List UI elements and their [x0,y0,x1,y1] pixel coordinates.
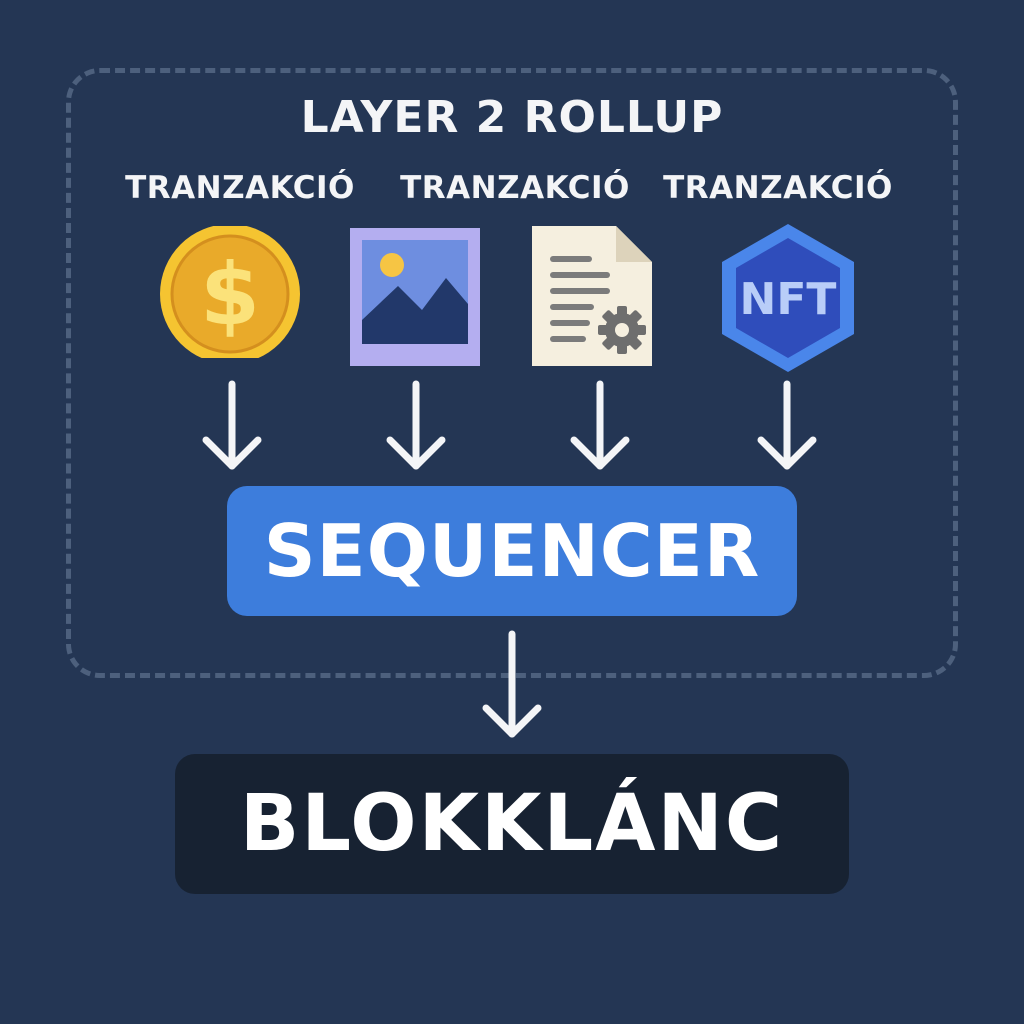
nft-icon-text: NFT [740,274,837,325]
transaction-label-3: TRANZAKCIÓ [663,170,893,206]
rollup-title: LAYER 2 ROLLUP [300,92,724,143]
image-icon [350,228,480,366]
arrow-down-icon [386,380,446,470]
arrow-down-icon [482,630,542,738]
svg-text:$: $ [200,245,260,345]
arrow-down-icon [202,380,262,470]
document-gear-icon [532,226,652,366]
transaction-label-1: TRANZAKCIÓ [125,170,355,206]
transaction-label-2: TRANZAKCIÓ [400,170,630,206]
nft-hexagon-icon: NFT [722,224,854,372]
sequencer-box: SEQUENCER [227,486,797,616]
dollar-coin-icon: $ [160,226,300,358]
gear-icon [598,306,646,354]
arrow-down-icon [570,380,630,470]
sequencer-label: SEQUENCER [263,509,761,593]
arrow-down-icon [757,380,817,470]
blockchain-box: BLOKKLÁNC [175,754,849,894]
blockchain-label: BLOKKLÁNC [239,779,785,869]
